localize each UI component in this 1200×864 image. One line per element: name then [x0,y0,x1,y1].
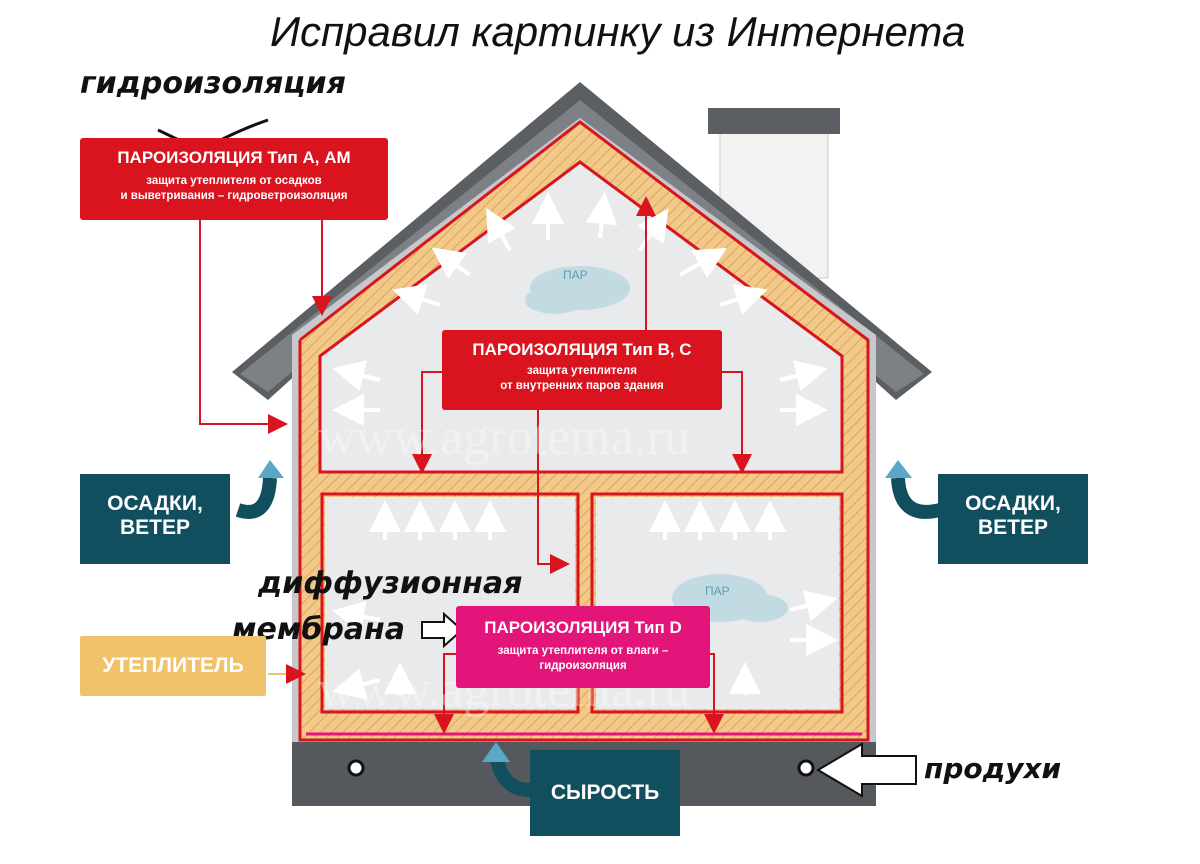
label-type-bc-line2: от внутренних паров здания [500,380,664,392]
steam-label-top: ПАР [563,268,588,282]
annotation-hydro: гидроизоляция [80,66,346,101]
label-type-bc: ПАРОИЗОЛЯЦИЯ Тип В, С защита утеплителя … [442,330,722,410]
label-type-bc-line1: защита утеплителя [527,365,637,377]
label-type-a: ПАРОИЗОЛЯЦИЯ Тип А, АМ защита утеплителя… [80,138,388,220]
label-type-a-line2: и выветривания – гидроветроизоляция [120,190,348,202]
label-weather-left: ОСАДКИ, ВЕТЕР [80,474,230,564]
label-weather-right-line2: ВЕТЕР [977,516,1048,539]
label-dampness: СЫРОСТЬ [530,750,680,836]
label-weather-left-line1: ОСАДКИ, [107,492,203,515]
label-type-a-heading: ПАРОИЗОЛЯЦИЯ Тип А, АМ [117,148,351,167]
steam-label-bottom: ПАР [705,584,730,598]
label-type-d-line1: защита утеплителя от влаги – [497,645,669,657]
steam-arrows [332,192,838,700]
page-title: Исправил картинку из Интернета [270,8,966,55]
label-type-d-line2: гидроизоляция [539,660,627,672]
watermark-top: www.agrotema.ru [318,409,691,466]
label-weather-right: ОСАДКИ, ВЕТЕР [938,474,1088,564]
red-connector-arrows [199,196,752,734]
vapor-barrier-lines [298,120,870,742]
annotation-arrow-membrane [421,611,464,649]
vent-hole-left [347,759,365,777]
annotation-diffusion-line1: диффузионная [258,566,523,601]
label-type-bc-heading: ПАРОИЗОЛЯЦИЯ Тип В, С [472,340,692,359]
label-type-a-line1: защита утеплителя от осадков [146,175,322,187]
label-insulation: УТЕПЛИТЕЛЬ [80,636,266,696]
weather-arrow-left [235,460,284,519]
annotation-vents: продухи [924,752,1062,785]
label-weather-left-line2: ВЕТЕР [119,516,190,539]
label-type-d-heading: ПАРОИЗОЛЯЦИЯ Тип D [484,618,682,637]
annotation-arrow-vents [816,742,917,798]
weather-arrow-right [885,460,942,519]
label-weather-right-line1: ОСАДКИ, [965,492,1061,515]
steam-clouds [472,266,788,646]
vent-hole-right [797,759,815,777]
dampness-arrow [482,742,531,797]
label-type-d: ПАРОИЗОЛЯЦИЯ Тип D защита утеплителя от … [456,606,710,688]
